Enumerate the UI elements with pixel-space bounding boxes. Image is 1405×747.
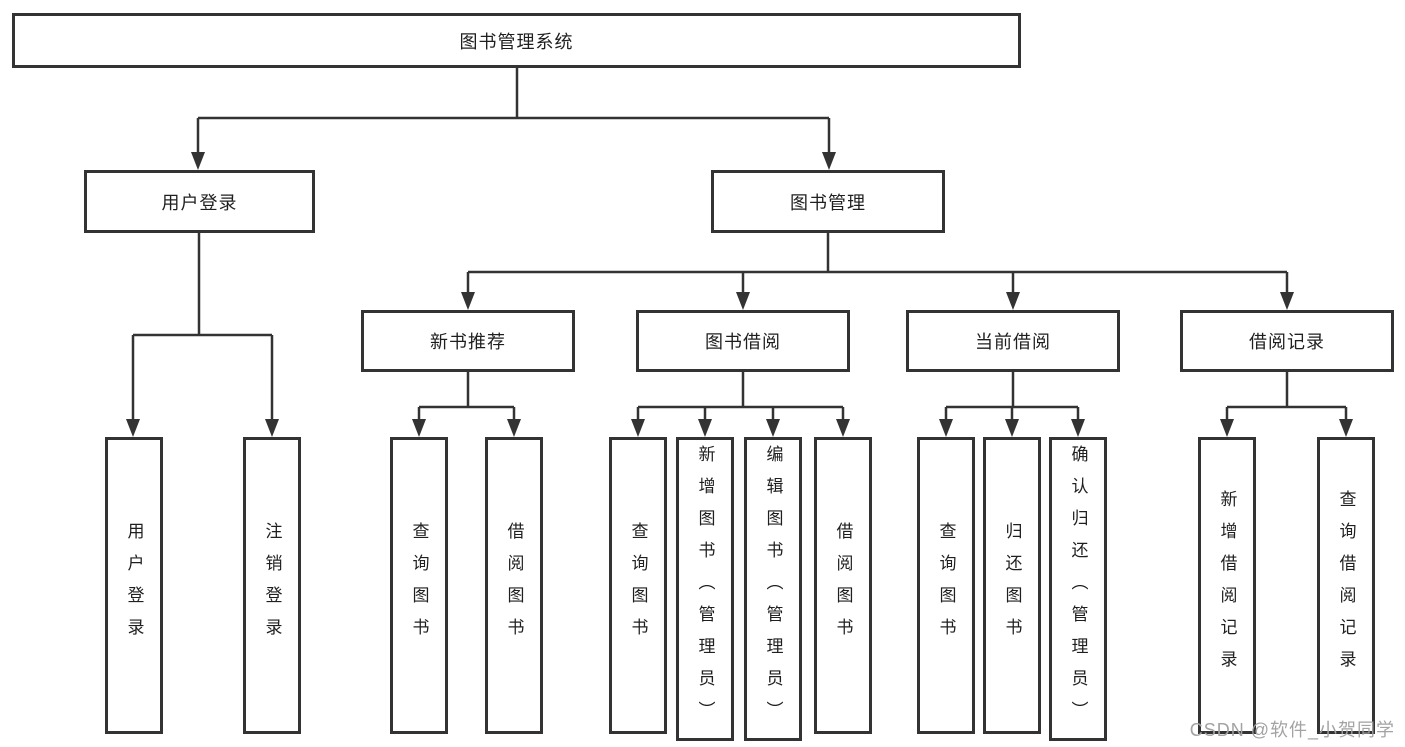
node-new-book-recommend: 新书推荐: [361, 310, 575, 372]
arrowhead: [698, 419, 712, 437]
node-label: 借阅图书: [504, 521, 524, 650]
node-label: 图书借阅: [705, 332, 781, 352]
connector-line: [131, 233, 274, 421]
leaf-query-books-recommend: 查询图书: [390, 437, 448, 734]
connector-line: [196, 68, 831, 154]
arrowhead: [631, 419, 645, 437]
leaf-query-books-current: 查询图书: [917, 437, 975, 734]
connector-book-mgmt-to-level3: [461, 233, 1294, 310]
leaf-borrow-books: 借阅图书: [814, 437, 872, 734]
leaf-borrow-books-recommend: 借阅图书: [485, 437, 543, 734]
node-label: 查询借阅记录: [1336, 489, 1356, 682]
node-user-login: 用户登录: [84, 170, 315, 233]
leaf-return-books: 归还图书: [983, 437, 1041, 734]
arrowhead: [461, 292, 475, 310]
arrowhead: [836, 419, 850, 437]
leaf-user-login: 用户登录: [105, 437, 163, 734]
leaf-query-borrow-record: 查询借阅记录: [1317, 437, 1375, 734]
arrowhead: [1220, 419, 1234, 437]
node-label: 图书管理系统: [459, 31, 574, 52]
connector-line: [417, 372, 516, 421]
connector-line: [636, 372, 845, 421]
arrowhead: [822, 152, 836, 170]
leaf-edit-book-admin: 编辑图书（管理员）: [744, 437, 802, 741]
node-label: 归还图书: [1002, 521, 1022, 650]
node-label: 编辑图书（管理员）: [763, 445, 783, 733]
node-label: 用户登录: [161, 192, 238, 213]
arrowhead: [766, 419, 780, 437]
leaf-query-books-borrow: 查询图书: [609, 437, 667, 734]
arrowhead: [1071, 419, 1085, 437]
node-current-borrow: 当前借阅: [906, 310, 1120, 372]
arrowhead: [265, 419, 279, 437]
connector-line: [944, 372, 1080, 421]
connector-new-book-to-leaves: [412, 372, 521, 437]
node-root-system: 图书管理系统: [12, 13, 1021, 68]
arrowhead: [191, 152, 205, 170]
node-label: 借阅记录: [1249, 332, 1325, 352]
arrowhead: [1006, 292, 1020, 310]
arrowhead: [126, 419, 140, 437]
arrowhead: [507, 419, 521, 437]
node-label: 查询图书: [628, 521, 648, 650]
node-book-management: 图书管理: [711, 170, 945, 233]
leaf-add-book-admin: 新增图书（管理员）: [676, 437, 734, 741]
arrowhead: [412, 419, 426, 437]
connector-line: [466, 233, 1289, 294]
node-label: 借阅图书: [833, 521, 853, 650]
node-label: 查询图书: [936, 521, 956, 650]
connector-book-borrow-to-leaves: [631, 372, 850, 437]
node-label: 用户登录: [124, 521, 144, 650]
connector-current-borrow-to-leaves: [939, 372, 1085, 437]
arrowhead: [736, 292, 750, 310]
node-label: 确认归还（管理员）: [1068, 445, 1088, 733]
connector-borrow-record-to-leaves: [1220, 372, 1353, 437]
arrowhead: [939, 419, 953, 437]
arrowhead: [1280, 292, 1294, 310]
arrowhead: [1005, 419, 1019, 437]
leaf-confirm-return-admin: 确认归还（管理员）: [1049, 437, 1107, 741]
connector-root-to-level2: [191, 68, 836, 170]
node-borrow-record: 借阅记录: [1180, 310, 1394, 372]
connector-line: [1225, 372, 1348, 421]
leaf-logout: 注销登录: [243, 437, 301, 734]
leaf-add-borrow-record: 新增借阅记录: [1198, 437, 1256, 734]
csdn-watermark: CSDN @软件_小贺同学: [1189, 720, 1395, 740]
node-label: 注销登录: [262, 521, 282, 650]
node-label: 当前借阅: [975, 332, 1051, 352]
node-label: 查询图书: [409, 521, 429, 650]
connector-user-login-to-leaves: [126, 233, 279, 437]
node-label: 新书推荐: [430, 332, 506, 352]
node-label: 图书管理: [790, 192, 866, 213]
node-label: 新增图书（管理员）: [695, 445, 715, 733]
node-label: 新增借阅记录: [1217, 489, 1237, 682]
node-book-borrow: 图书借阅: [636, 310, 850, 372]
arrowhead: [1339, 419, 1353, 437]
